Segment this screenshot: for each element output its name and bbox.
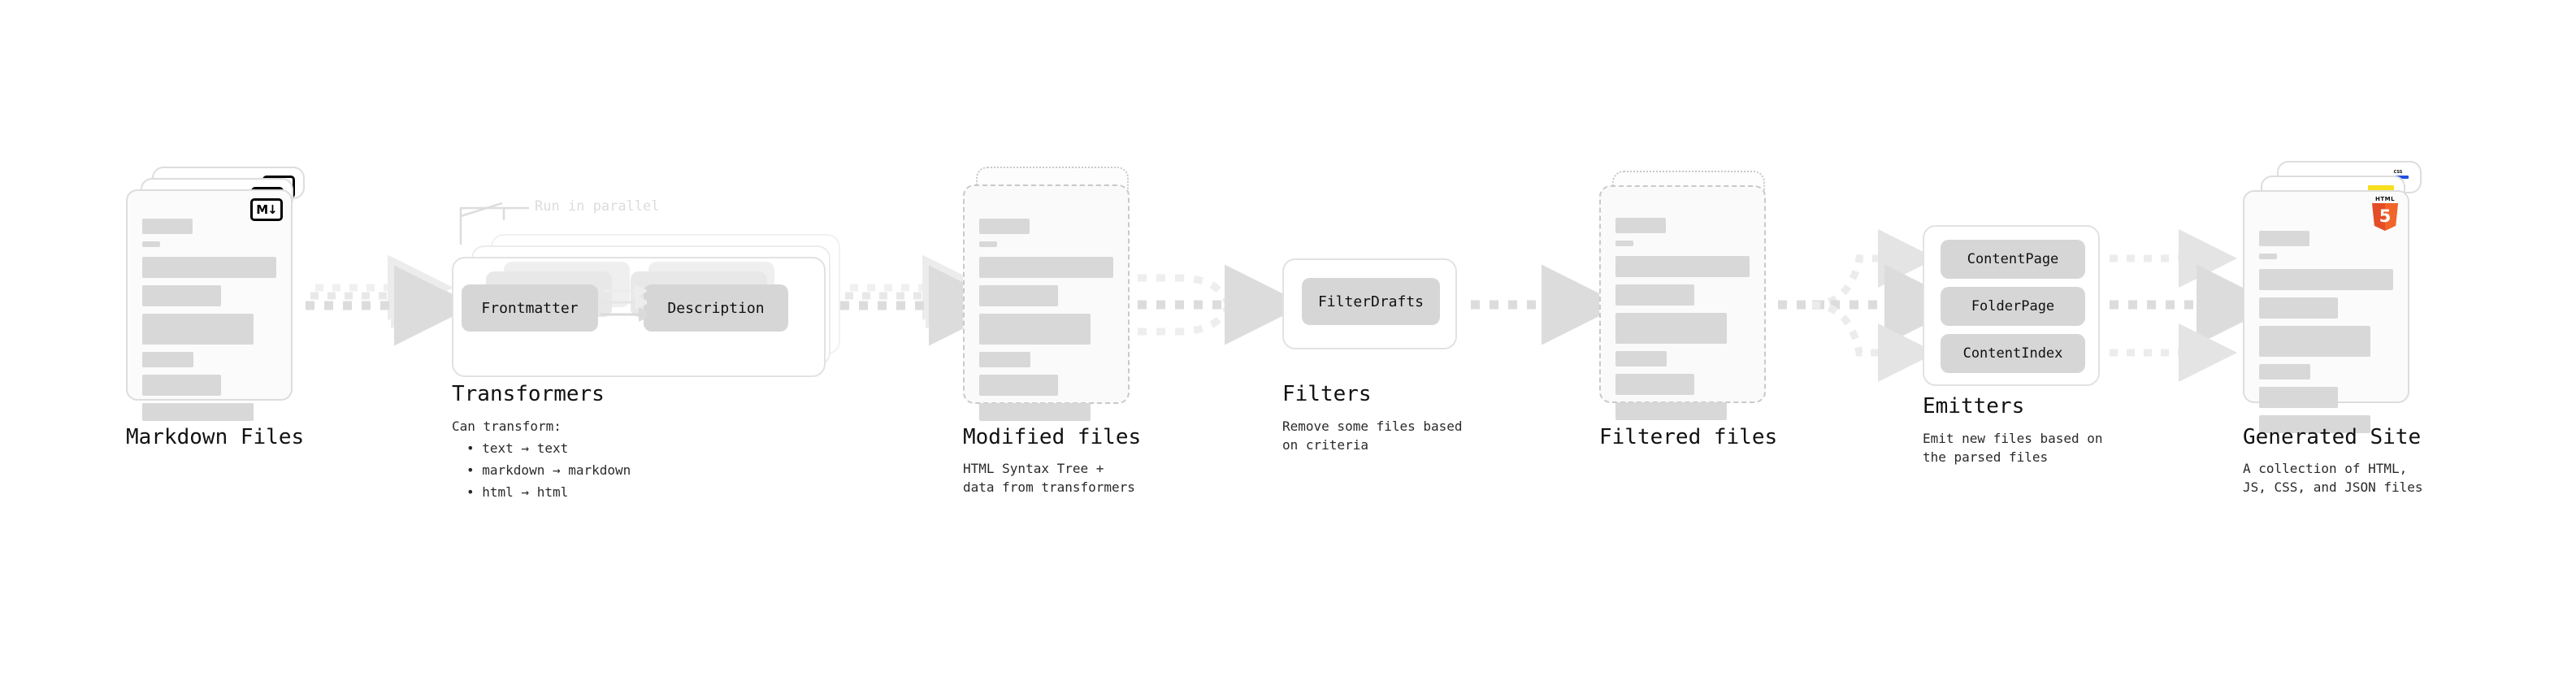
content-bar <box>979 314 1091 345</box>
emitters-subtitle: Emit new files based on the parsed files <box>1923 431 2103 466</box>
transformers-bullet-markdown: • markdown → markdown <box>466 462 631 478</box>
run-in-parallel-label: Run in parallel <box>535 198 660 215</box>
markdown-badge: M↓ <box>250 198 283 221</box>
content-bar <box>142 219 193 234</box>
html5-badge-number: 5 <box>2379 206 2392 226</box>
content-bar <box>1615 313 1727 344</box>
stage-title-emitters: Emitters <box>1923 394 2025 419</box>
connector-transformers-to-modified <box>840 254 1009 346</box>
content-bar <box>979 219 1030 234</box>
emitter-chip-folderpage[interactable]: FolderPage <box>1941 287 2085 326</box>
connector-modified-to-filters <box>1138 264 1305 345</box>
transformers-bullet-text: • text → text <box>466 440 569 456</box>
content-bar <box>979 285 1059 306</box>
transformer-chip-description[interactable]: Description <box>644 284 788 332</box>
content-bar <box>1615 218 1666 233</box>
connector-filtered-to-emitters <box>1778 229 1965 382</box>
html5-shield: 5 <box>2372 203 2398 231</box>
stage-title-filtered-files: Filtered files <box>1599 425 1778 449</box>
transformer-chip-frontmatter[interactable]: Frontmatter <box>462 284 598 332</box>
stage-title-filters: Filters <box>1282 382 1372 406</box>
content-bar <box>979 352 1030 367</box>
css-badge-label: CSS <box>2393 170 2403 175</box>
stage-title-generated-site: Generated Site <box>2243 425 2422 449</box>
connector-emitters-to-site <box>2110 229 2277 382</box>
filtered-card-content <box>1615 218 1750 427</box>
content-bar <box>1615 351 1667 367</box>
content-bar <box>2259 231 2309 246</box>
content-bar <box>142 375 222 396</box>
html5-badge-label: HTML <box>2374 196 2396 202</box>
emitter-chip-contentindex[interactable]: ContentIndex <box>1941 334 2085 373</box>
content-bar <box>979 241 997 247</box>
transformers-box-front[interactable]: Frontmatter Description <box>452 257 826 377</box>
markdown-card-content <box>142 219 276 428</box>
filters-box[interactable]: FilterDrafts <box>1282 258 1457 349</box>
filtered-card-front[interactable] <box>1599 185 1766 420</box>
content-bar <box>2259 415 2370 433</box>
filter-chip-filterdrafts[interactable]: FilterDrafts <box>1302 278 1440 325</box>
content-bar <box>142 241 160 247</box>
modified-files-subtitle: HTML Syntax Tree + data from transformer… <box>963 461 1135 496</box>
generated-site-subtitle: A collection of HTML, JS, CSS, and JSON … <box>2243 461 2423 496</box>
content-bar <box>2259 326 2370 357</box>
content-bar <box>2259 297 2339 319</box>
content-bar <box>979 257 1113 278</box>
stage-title-transformers: Transformers <box>452 382 605 406</box>
content-bar <box>1615 374 1695 395</box>
emitters-box[interactable]: ContentPage FolderPage ContentIndex <box>1923 225 2100 386</box>
transformers-subtitle: Can transform: <box>452 419 562 434</box>
site-card-content <box>2259 231 2393 440</box>
content-bar <box>142 352 193 367</box>
site-card-front[interactable]: HTML 5 <box>2243 190 2409 433</box>
content-bar <box>2259 387 2339 408</box>
content-bar <box>2259 254 2277 259</box>
stage-title-markdown-files: Markdown Files <box>126 425 305 449</box>
content-bar <box>2259 269 2393 290</box>
modified-card-front[interactable] <box>963 184 1130 421</box>
filters-subtitle: Remove some files based on criteria <box>1282 419 1463 453</box>
modified-card-content <box>979 219 1113 428</box>
content-bar <box>1615 402 1727 420</box>
transformers-bullet-html: • html → html <box>466 484 569 500</box>
connector-md-to-transformers <box>306 254 475 346</box>
transformer-internal-arrows <box>600 284 647 322</box>
content-bar <box>1615 241 1633 246</box>
content-bar <box>142 403 254 421</box>
content-bar <box>979 403 1091 421</box>
content-bar <box>2259 364 2310 380</box>
content-bar <box>142 314 254 345</box>
stage-title-modified-files: Modified files <box>963 425 1142 449</box>
content-bar <box>142 285 222 306</box>
content-bar <box>142 257 276 278</box>
emitter-chip-contentpage[interactable]: ContentPage <box>1941 240 2085 279</box>
markdown-card-front[interactable]: M↓ <box>126 189 293 421</box>
content-bar <box>1615 284 1695 306</box>
content-bar <box>1615 256 1750 277</box>
content-bar <box>979 375 1059 396</box>
html5-icon: HTML 5 <box>2370 197 2400 231</box>
